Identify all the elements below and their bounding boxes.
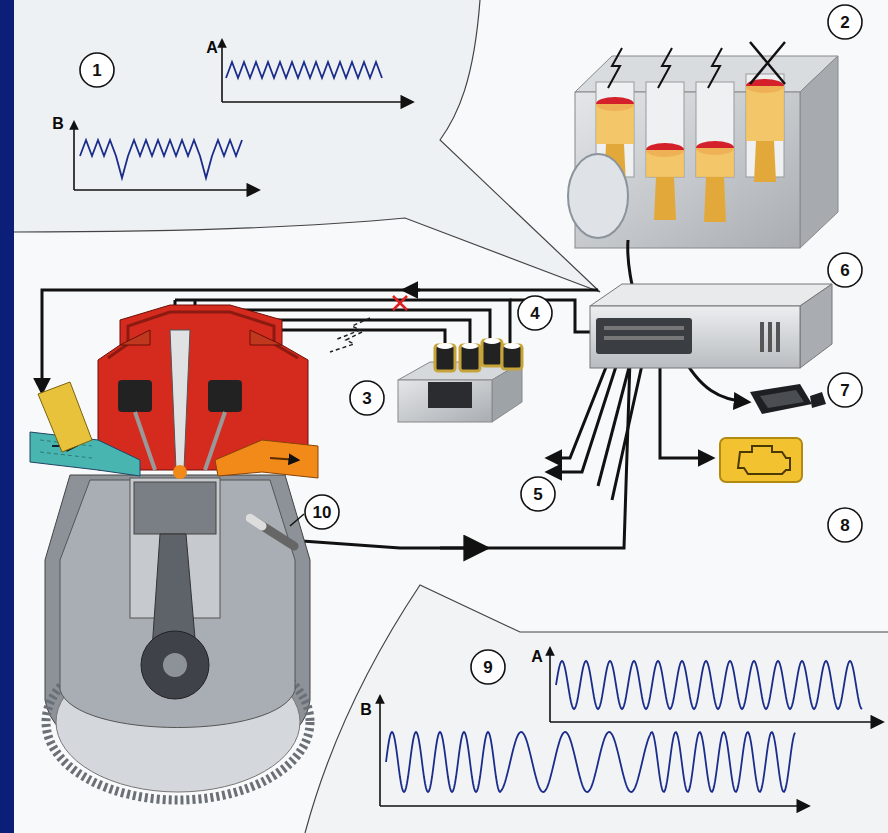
wiring xyxy=(42,290,748,548)
callout-number: 1 xyxy=(92,62,101,79)
diagnostic-connector xyxy=(750,384,826,414)
callout-number: 4 xyxy=(530,305,539,322)
signal-letter: A xyxy=(206,40,218,56)
signal-wave xyxy=(556,661,862,709)
callout-number: 3 xyxy=(362,390,371,407)
signal-waves xyxy=(80,62,862,792)
callout-number: 10 xyxy=(313,504,332,521)
callout-number: 8 xyxy=(840,517,849,534)
bubble-outline xyxy=(14,0,600,292)
spark-fault xyxy=(330,318,370,352)
engine-block xyxy=(568,42,838,318)
signal-letter: A xyxy=(531,649,543,665)
callout-number: 6 xyxy=(840,262,849,279)
callout-number: 9 xyxy=(483,659,492,676)
signal-wave xyxy=(80,140,242,178)
callout-bubble xyxy=(14,0,600,292)
callout-number: 5 xyxy=(533,486,542,503)
callout-circles xyxy=(80,5,862,684)
engine-section xyxy=(30,305,318,800)
signal-letter: B xyxy=(52,116,64,132)
ignition-coil xyxy=(398,338,522,422)
ecu-box xyxy=(590,284,832,368)
callout-number: 7 xyxy=(840,382,849,399)
ground xyxy=(14,0,888,833)
callout-number: 2 xyxy=(840,14,849,31)
signal-wave xyxy=(226,62,382,78)
broken-wire-mark xyxy=(393,296,407,310)
signal-wave xyxy=(386,732,795,792)
signal-axes xyxy=(74,40,882,806)
signal-letter: B xyxy=(360,702,372,718)
bubble-outline xyxy=(305,585,888,833)
engine-warning-lamp xyxy=(720,438,802,482)
callout-bubble xyxy=(305,585,888,833)
